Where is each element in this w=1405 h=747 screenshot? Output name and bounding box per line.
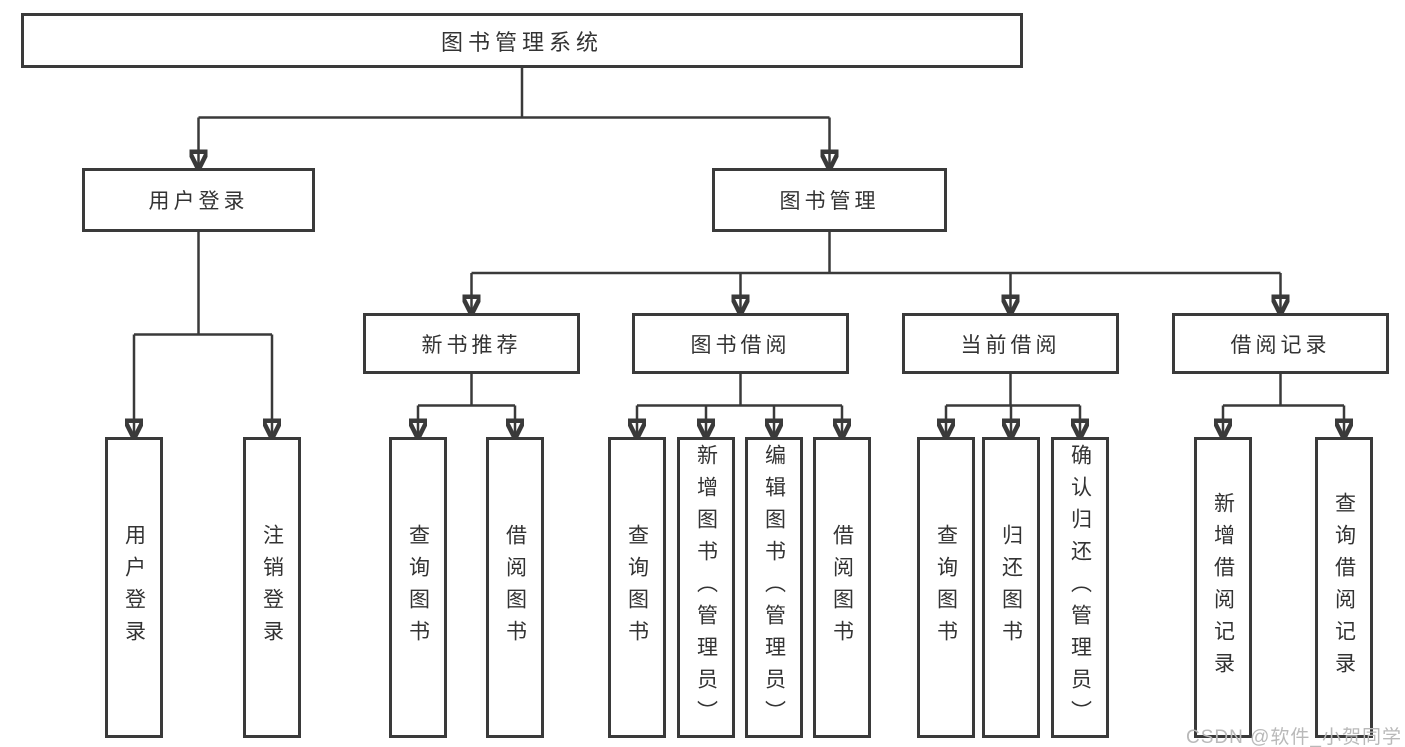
node-new-book-recommendation: 新书推荐 bbox=[363, 313, 580, 374]
node-book-management: 图书管理 bbox=[712, 168, 947, 232]
connector-borrowing-records-to-leaves bbox=[1223, 374, 1344, 437]
node-user-login: 用户登录 bbox=[82, 168, 315, 232]
connector-user-login-to-leaves bbox=[134, 232, 272, 437]
node-current-borrowing: 当前借阅 bbox=[902, 313, 1119, 374]
leaf-add-book-admin: 新增图书（管理员） bbox=[677, 437, 735, 738]
leaf-borrow-books-recommendation: 借阅图书 bbox=[486, 437, 544, 738]
leaf-confirm-return-admin: 确认归还（管理员） bbox=[1051, 437, 1109, 738]
leaf-edit-book-admin: 编辑图书（管理员） bbox=[745, 437, 803, 738]
leaf-return-books: 归还图书 bbox=[982, 437, 1040, 738]
leaf-logout: 注销登录 bbox=[243, 437, 301, 738]
connector-book-borrowing-to-leaves bbox=[637, 374, 842, 437]
node-book-borrowing: 图书借阅 bbox=[632, 313, 849, 374]
connector-root-to-level2 bbox=[199, 68, 830, 168]
leaf-query-borrow-record: 查询借阅记录 bbox=[1315, 437, 1373, 738]
node-library-management-system: 图书管理系统 bbox=[21, 13, 1023, 68]
leaf-user-login: 用户登录 bbox=[105, 437, 163, 738]
leaf-query-books-borrowing: 查询图书 bbox=[608, 437, 666, 738]
leaf-add-borrow-record: 新增借阅记录 bbox=[1194, 437, 1252, 738]
leaf-query-books-recommendation: 查询图书 bbox=[389, 437, 447, 738]
connector-book-management-to-level3 bbox=[472, 232, 1281, 313]
leaf-borrow-books-borrowing: 借阅图书 bbox=[813, 437, 871, 738]
csdn-watermark: CSDN @软件_小贺同学 bbox=[1186, 727, 1402, 747]
leaf-query-books-current: 查询图书 bbox=[917, 437, 975, 738]
connector-current-borrowing-to-leaves bbox=[946, 374, 1080, 437]
node-borrowing-records: 借阅记录 bbox=[1172, 313, 1389, 374]
connector-new-book-recommendation-to-leaves bbox=[418, 374, 515, 437]
